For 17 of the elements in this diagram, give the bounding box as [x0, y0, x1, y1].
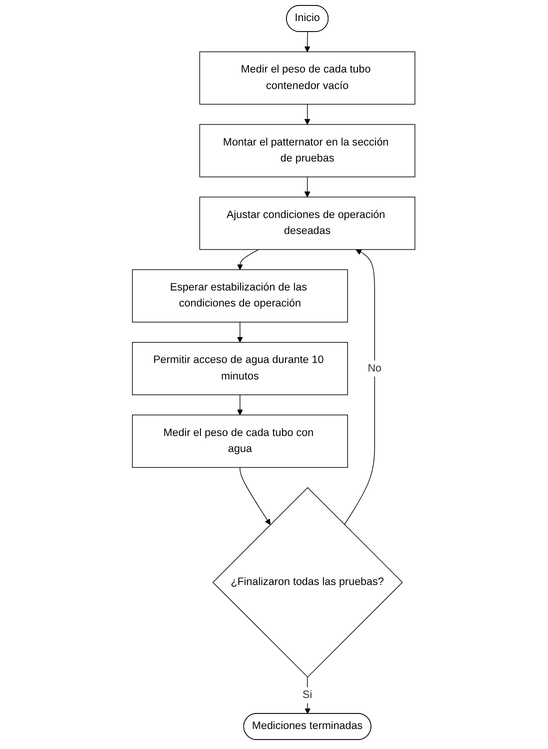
- arrow: [237, 394, 244, 416]
- node-box: Medir el peso de cada tubo contenedor vacío: [200, 51, 416, 105]
- arrow: [237, 249, 260, 270]
- node-diamond: ¿Finalizaron todas las pruebas?: [212, 487, 404, 678]
- arrow: [304, 176, 311, 198]
- arrow: [237, 322, 244, 343]
- node-box: Montar el patternator en la sección de pruebas: [200, 124, 416, 178]
- arrow: [304, 32, 311, 52]
- node-box: Esperar estabilización de las condiciones de operación: [132, 269, 348, 322]
- edge-label: Si: [302, 689, 312, 701]
- arrow: [240, 467, 271, 525]
- arrow: [304, 104, 311, 125]
- arrow: [344, 249, 376, 525]
- node-box: Ajustar condiciones de operación deseadas: [200, 196, 416, 250]
- edge-label: No: [368, 362, 382, 374]
- node-box: Permitir acceso de agua durante 10 minutos: [132, 342, 348, 396]
- node-box: Medir el peso de cada tubo con agua: [132, 414, 348, 468]
